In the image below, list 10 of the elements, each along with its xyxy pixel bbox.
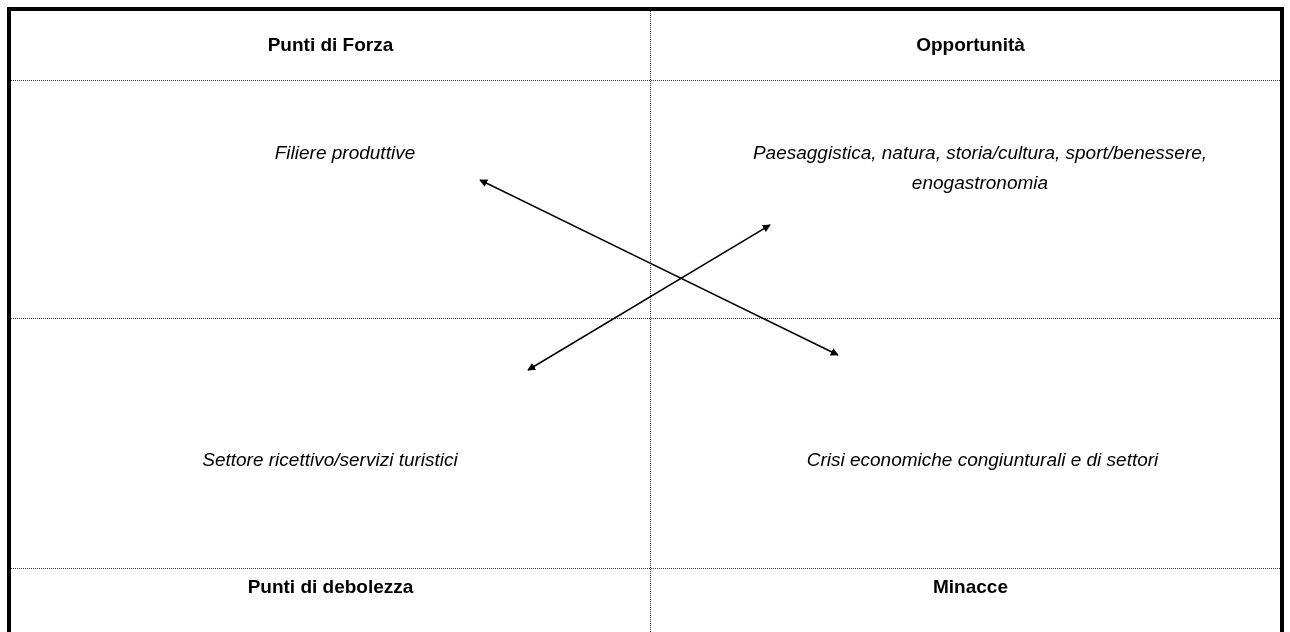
swot-item: Paesaggistica, natura, storia/cultura, sport/benessere, enogastronomia xyxy=(735,138,1225,225)
swot-item: Crisi economiche congiunturali e di settori xyxy=(705,355,1260,475)
quadrant-heading: Punti di Forza xyxy=(267,34,394,55)
double-arrow xyxy=(479,179,839,356)
quadrant-heading: Opportunità xyxy=(916,34,1025,55)
quadrant-heading: Minacce xyxy=(933,576,1008,597)
swot-item: Filiere produttive xyxy=(200,138,490,180)
quadrant-heading: Punti di debolezza xyxy=(247,576,414,597)
double-arrow xyxy=(527,224,771,371)
swot-item: Settore ricettivo/servizi turistici xyxy=(120,370,540,475)
